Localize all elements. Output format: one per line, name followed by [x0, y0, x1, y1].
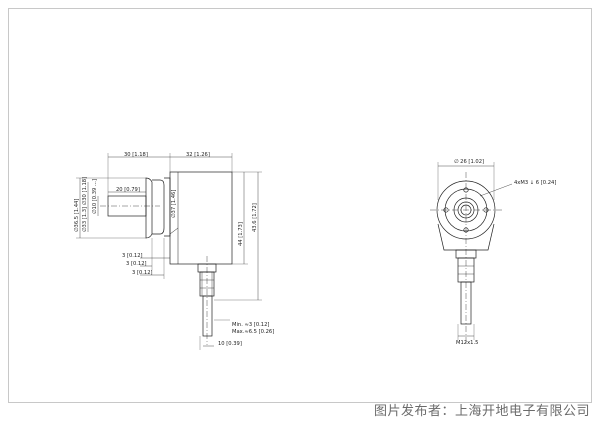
dim-20: 20 [0.79]: [116, 187, 140, 193]
front-cable: [460, 281, 472, 325]
publisher-caption: 图片发布者：上海开地电子有限公司: [373, 404, 590, 419]
dim-thread: M12x1.5: [456, 340, 478, 346]
dim-37: ∅37 [1.46]: [171, 190, 177, 218]
side-view: [76, 153, 262, 350]
dim-phi33: ∅33 [1.3] ∅30 [1.18]: [82, 177, 88, 232]
dim-holes: 4xM3 ↓ 6 [0.24]: [514, 180, 556, 186]
dim-32: 32 [1.26]: [186, 152, 210, 158]
flange-front: [145, 177, 153, 239]
dim-phi36: ∅36.5 [1.44]: [74, 199, 80, 232]
cable: [202, 295, 213, 337]
dim-44: 44 [1.73]: [238, 222, 244, 246]
dim-30: 30 [1.18]: [124, 152, 148, 158]
flange-ring: [152, 179, 165, 235]
front-view: [430, 162, 513, 345]
dim-phi26: ∅ 26 [1.02]: [454, 159, 484, 165]
dim-3b: 3 [0.12]: [126, 261, 147, 267]
dim-3a: 3 [0.12]: [122, 253, 143, 259]
dim-phi10: ∅10 [0.39 ...]: [92, 179, 98, 214]
dim-10: 10 [0.39]: [218, 341, 242, 347]
dim-min: Min. ≈3 [0.12]: [232, 322, 269, 328]
dim-43-6: 43.6 [1.72]: [252, 203, 258, 232]
dim-3c: 3 [0.12]: [132, 270, 153, 276]
dim-max: Max.≈6.5 [0.26]: [232, 329, 274, 335]
encoder-body: [169, 171, 233, 265]
drawing-frame: [8, 8, 592, 403]
